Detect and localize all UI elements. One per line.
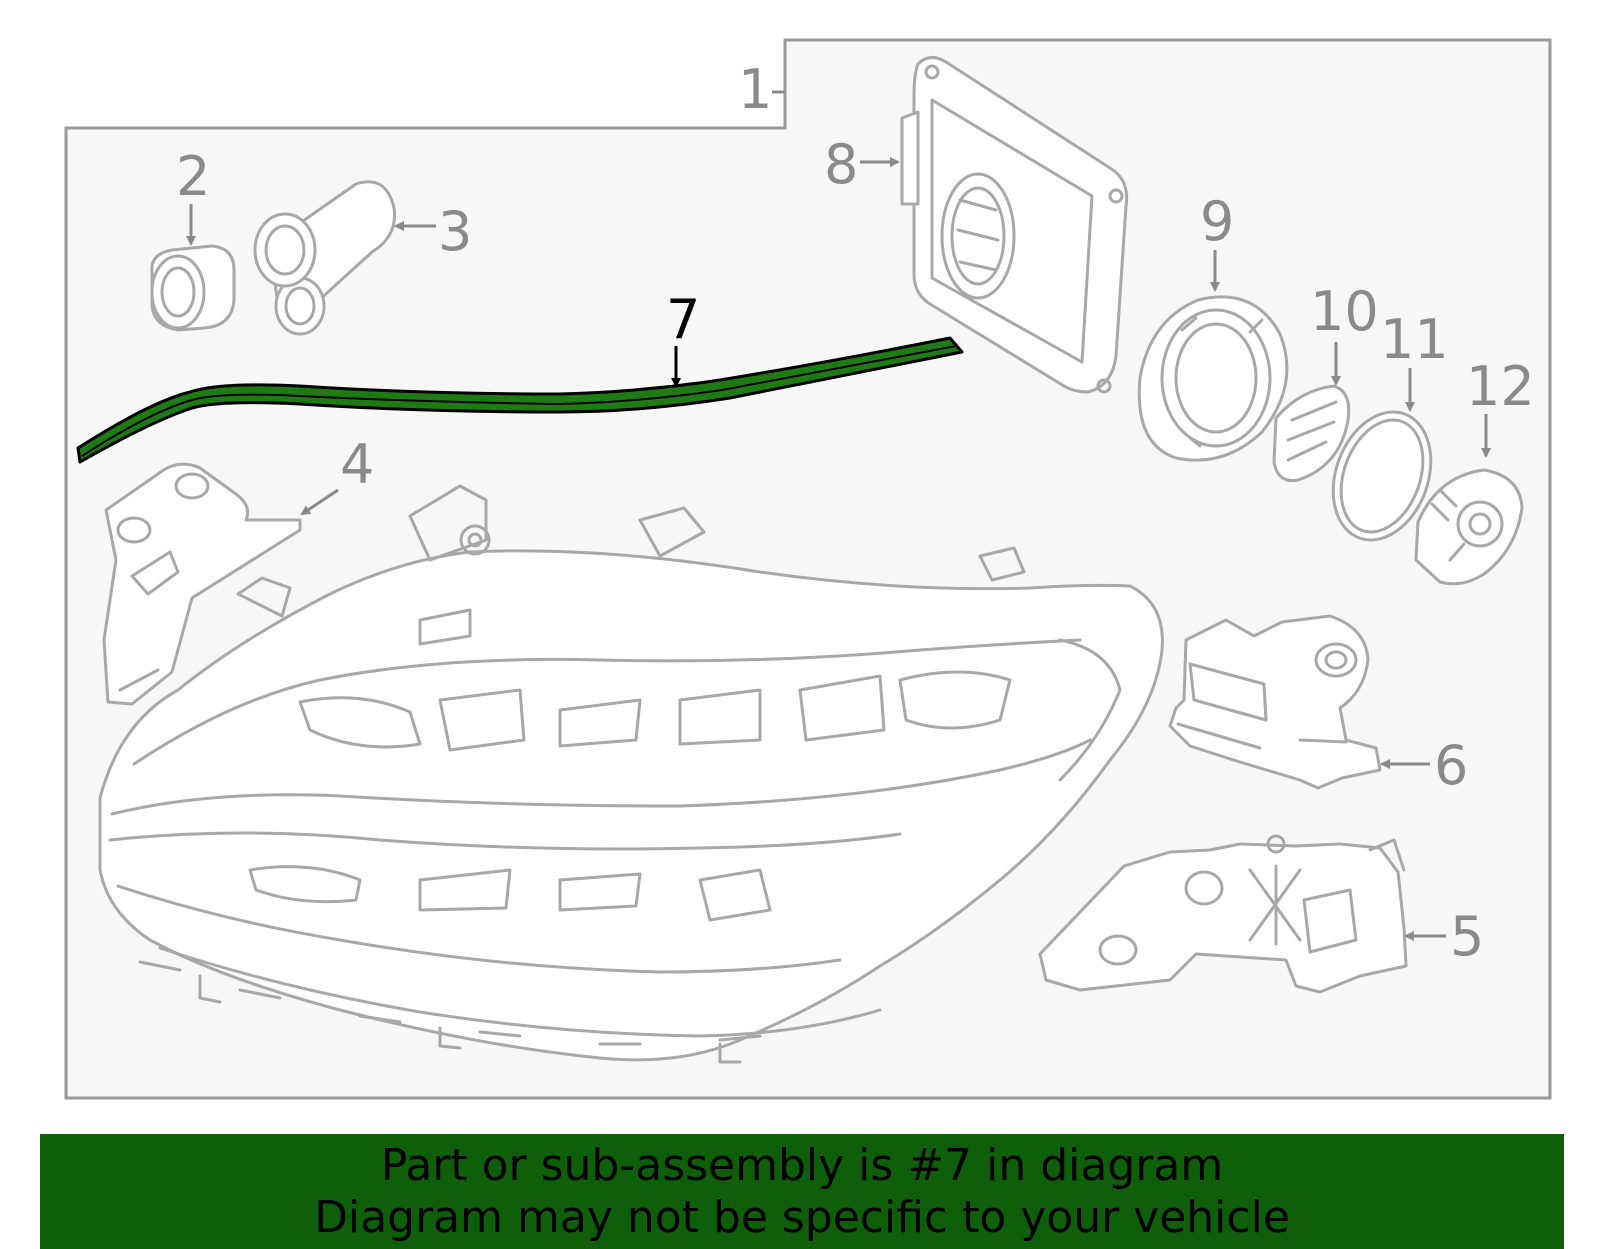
callout-4-arrow (300, 488, 339, 516)
callout-3: 3 (438, 200, 472, 263)
callout-4: 4 (340, 433, 374, 496)
callout-1: 1 (738, 58, 772, 121)
callout-11: 11 (1380, 308, 1449, 371)
callout-9: 9 (1200, 190, 1234, 253)
part-12-bulb-socket (1414, 468, 1524, 586)
callout-6: 6 (1434, 734, 1468, 797)
part-11-gasket (1331, 410, 1433, 542)
callout-10: 10 (1310, 280, 1379, 343)
part-2-bushing (150, 244, 236, 332)
part-6-actuator (1168, 614, 1382, 790)
banner-line-1: Part or sub-assembly is #7 in diagram (380, 1140, 1224, 1191)
banner-line-2: Diagram may not be specific to your vehi… (314, 1192, 1290, 1243)
callout-7: 7 (666, 288, 700, 351)
info-banner: Part or sub-assembly is #7 in diagram Di… (40, 1134, 1564, 1249)
part-4-bracket (102, 462, 302, 706)
part-1-headlamp-assembly (98, 484, 1164, 1064)
callout-12: 12 (1466, 355, 1535, 418)
part-7-seal-strip (76, 336, 964, 464)
part-5-lower-bracket (1038, 834, 1408, 994)
part-10-cover (1272, 384, 1351, 483)
part-3-socket (253, 180, 397, 336)
callout-5: 5 (1450, 905, 1484, 968)
part-9-retainer (1137, 295, 1289, 462)
callout-8: 8 (824, 133, 858, 196)
callout-2: 2 (176, 145, 210, 208)
part-8-control-module (900, 56, 1129, 394)
